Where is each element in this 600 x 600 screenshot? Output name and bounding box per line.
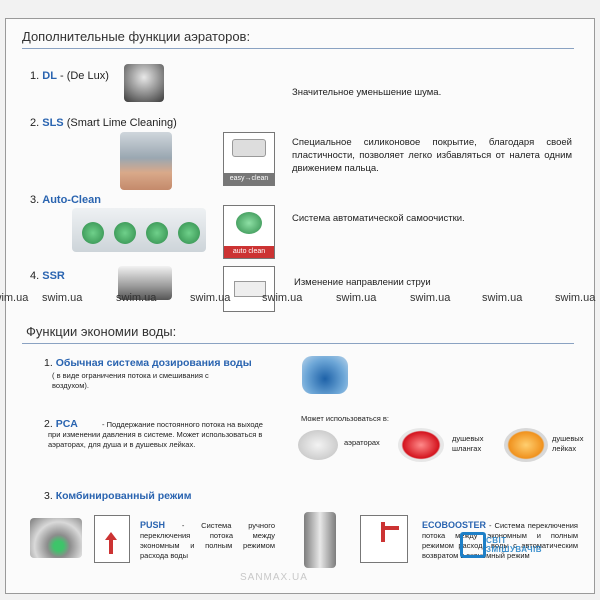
easy-clean-badge: easy→clean <box>224 173 274 185</box>
auto-clean-badge: auto clean <box>224 246 274 258</box>
usage-shower-hoses: душевых шлангах <box>452 434 484 453</box>
footer-watermark: SANMAX.UA <box>240 572 308 583</box>
watermark-text: swim.ua <box>116 292 157 304</box>
flow-limiter-image <box>302 356 348 394</box>
saving-item-2-title: 2. PCA <box>44 418 78 430</box>
ssr-aerator-image <box>118 266 172 300</box>
push-description: PUSH - Система ручного переключения пото… <box>140 520 275 560</box>
divider <box>22 48 574 49</box>
brand-logo: СВІТ ЗМІШУВАЧІВ <box>460 530 552 558</box>
push-diagram <box>94 515 130 563</box>
shower-head-insert-image <box>504 428 548 462</box>
watermark-text: swim.ua <box>336 292 377 304</box>
feature-autoclean-description: Система автоматической самоочистки. <box>292 213 465 224</box>
watermark-text: swim.ua <box>190 292 231 304</box>
dl-aerator-image <box>124 64 164 102</box>
ecobooster-diagram <box>360 515 408 563</box>
usage-aerators: аэраторах <box>344 438 380 447</box>
feature-autoclean-title: 3. Auto-Clean <box>30 194 101 206</box>
push-aerator-image <box>30 518 82 558</box>
autoclean-sequence-image <box>72 208 206 252</box>
aerator-insert-image <box>298 430 338 460</box>
divider <box>22 343 574 344</box>
feature-dl-description: Значительное уменьшение шума. <box>292 87 442 98</box>
ssr-diagram <box>223 266 275 312</box>
feature-dl-title: 1. DL - (De Lux) <box>30 70 109 82</box>
watermark-text: swim.ua <box>42 292 83 304</box>
autoclean-diagram: auto clean <box>223 205 275 259</box>
watermark-text: swim.ua <box>482 292 523 304</box>
saving-item-3-title: 3. Комбинированный режим <box>44 490 192 502</box>
feature-ssr-title: 4. SSR <box>30 270 65 282</box>
watermark-text: swim.ua <box>262 292 303 304</box>
watermark-text: swim.ua <box>555 292 596 304</box>
usage-title: Может использоваться в: <box>301 414 389 423</box>
section-title-water-saving: Функции экономии воды: <box>26 324 177 339</box>
section-title-aerator-functions: Дополнительные функции аэраторов: <box>22 29 251 44</box>
hose-insert-image <box>398 428 444 462</box>
saving-item-1-note: ( в виде ограничения потока и смешивания… <box>52 371 209 390</box>
sls-finger-cleaning-image <box>120 132 172 190</box>
feature-sls-description: Специальное силиконовое покрытие, благод… <box>292 137 572 174</box>
feature-ssr-description: Изменение направлении струи <box>294 277 431 288</box>
feature-sls-title: 2. SLS (Smart Lime Cleaning) <box>30 117 177 129</box>
watermark-text: swim.ua <box>410 292 451 304</box>
saving-item-2-description: - Поддержание постоянного потока на выхо… <box>48 420 263 449</box>
saving-item-1-title: 1. Обычная система дозирования воды <box>44 357 252 369</box>
usage-shower-heads: душевых лейках <box>552 434 584 453</box>
ecobooster-aerator-image <box>304 512 336 568</box>
logo-text: СВІТ ЗМІШУВАЧІВ <box>486 536 543 554</box>
watermark-text: swim.ua <box>0 292 29 304</box>
sls-diagram: easy→clean <box>223 132 275 186</box>
document-frame <box>5 18 595 594</box>
